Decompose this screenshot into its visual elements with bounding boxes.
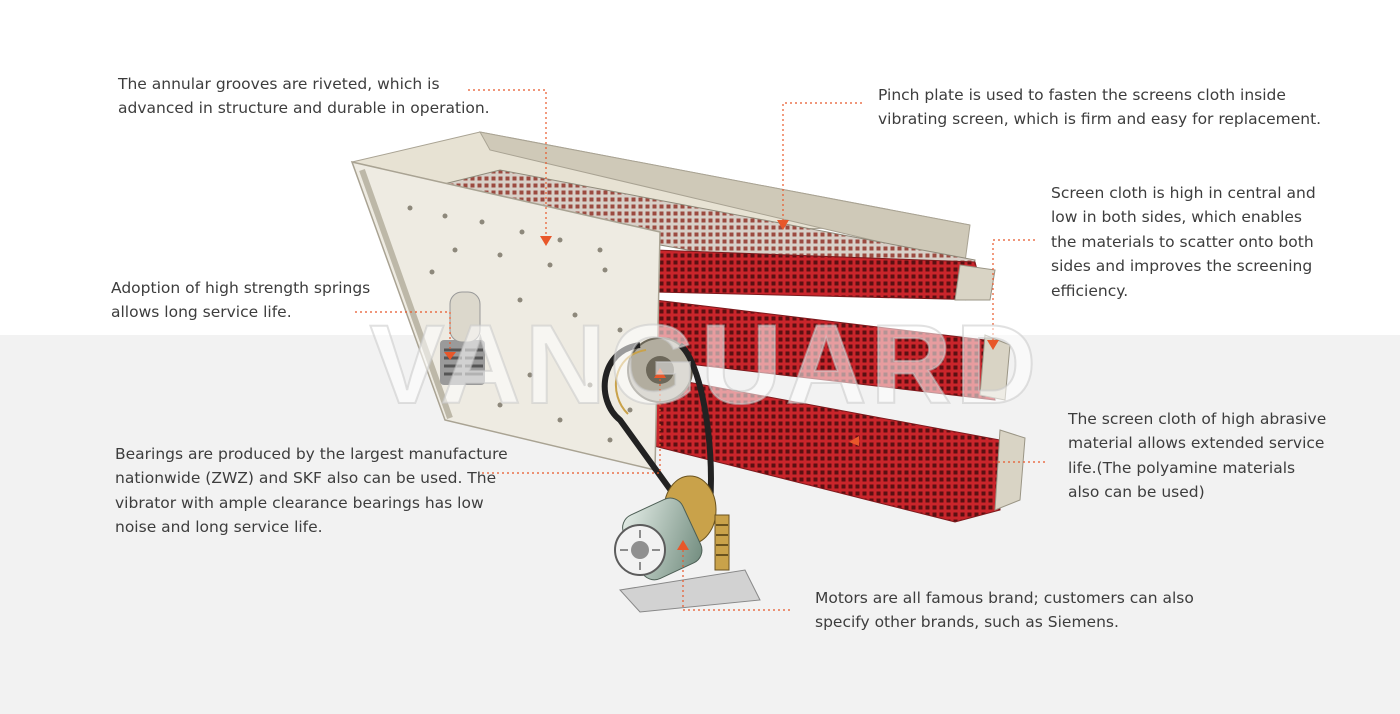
annotation-line: efficiency. — [1051, 281, 1129, 300]
annotation-line: vibrator with ample clearance bearings h… — [115, 493, 484, 512]
spring-assembly — [440, 291, 485, 385]
annotation-line: the materials to scatter onto both — [1051, 232, 1314, 251]
annotation-line: Adoption of high strength springs — [111, 279, 371, 297]
annotation-line: low in both sides, which enables — [1051, 208, 1302, 227]
annotation-line: noise and long service life. — [115, 518, 323, 537]
annotation-line: allows long service life. — [111, 303, 292, 322]
annotation-line: advanced in structure and durable in ope… — [118, 99, 490, 118]
annotation-line: Pinch plate is used to fasten the screen… — [878, 86, 1286, 104]
annotation-grooves: The annular grooves are riveted, which i… — [118, 72, 490, 121]
annotation-line: material allows extended service — [1068, 434, 1325, 453]
leader-arrows — [444, 220, 999, 550]
leader-lines — [355, 89, 1045, 611]
annotation-line: Bearings are produced by the largest man… — [115, 445, 508, 463]
annotation-line: life.(The polyamine materials — [1068, 458, 1296, 477]
annotation-line: sides and improves the screening — [1051, 257, 1313, 276]
annotation-screen-cloth-material: The screen cloth of high abrasive materi… — [1068, 407, 1326, 505]
annotation-motors: Motors are all famous brand; customers c… — [815, 586, 1194, 635]
annotation-screen-cloth-shape: Screen cloth is high in central and low … — [1051, 181, 1316, 303]
v-belt — [601, 342, 714, 512]
annotation-line: nationwide (ZWZ) and SKF also can be use… — [115, 469, 497, 488]
motor — [614, 475, 761, 613]
annotation-line: Screen cloth is high in central and — [1051, 184, 1316, 202]
annotation-line: also can be used) — [1068, 483, 1205, 502]
annotation-springs: Adoption of high strength springs allows… — [111, 276, 370, 325]
annotation-line: The annular grooves are riveted, which i… — [118, 75, 440, 93]
deck-rail-2 — [979, 334, 1011, 401]
annotation-pinch-plate: Pinch plate is used to fasten the screen… — [878, 83, 1321, 132]
annotation-line: Motors are all famous brand; customers c… — [815, 589, 1194, 607]
annotation-line: specify other brands, such as Siemens. — [815, 613, 1119, 632]
annotation-line: vibrating screen, which is firm and easy… — [878, 110, 1322, 129]
rivets — [407, 205, 633, 443]
annotation-line: The screen cloth of high abrasive — [1068, 410, 1327, 428]
watermark: VANGUARD — [369, 301, 1041, 428]
deck-rail-1 — [954, 264, 996, 301]
annotation-bearings: Bearings are produced by the largest man… — [115, 442, 508, 540]
deck-rail-3 — [994, 429, 1026, 511]
